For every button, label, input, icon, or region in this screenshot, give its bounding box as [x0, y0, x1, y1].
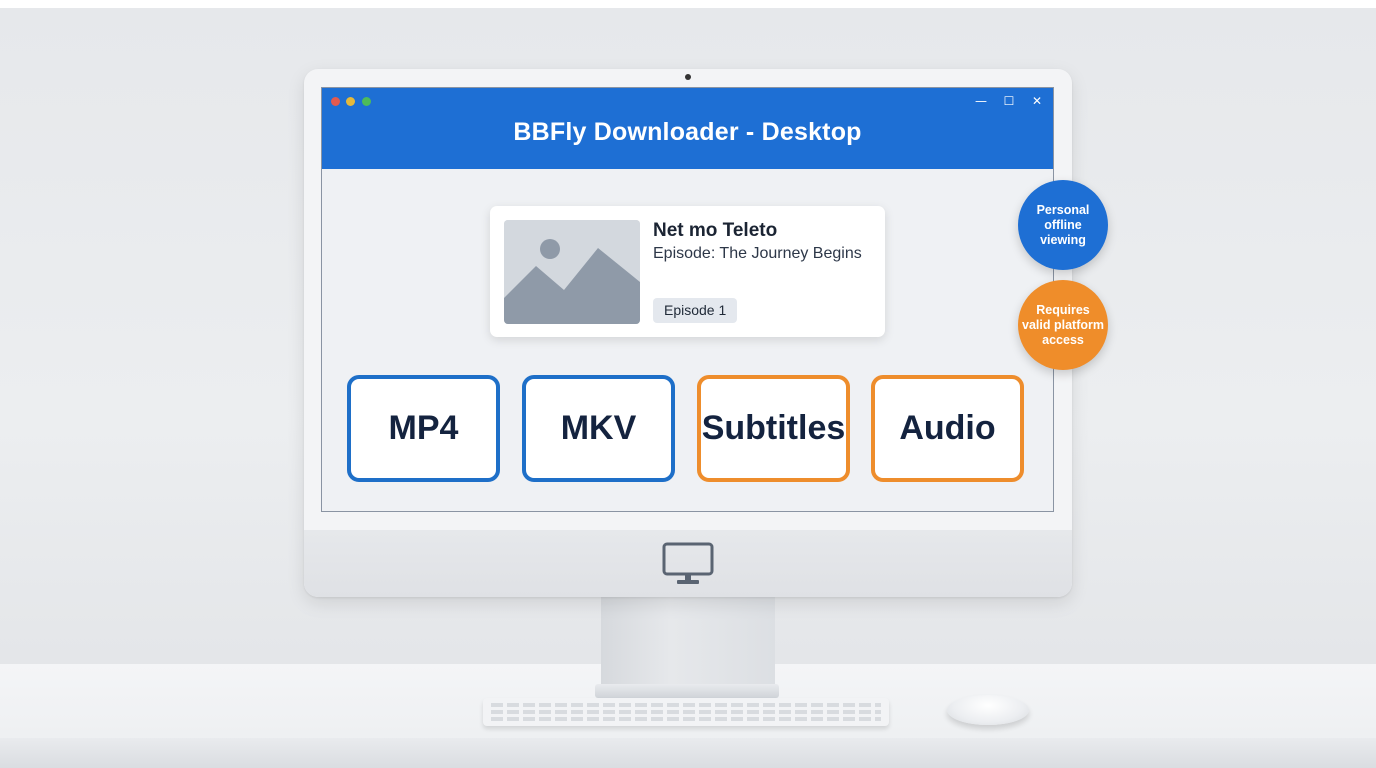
monitor-icon [662, 542, 714, 584]
minimize-dot-icon[interactable] [346, 97, 355, 106]
webcam [685, 74, 691, 80]
note-personal-offline: Personal offline viewing [1018, 180, 1108, 270]
format-audio-button[interactable]: Audio [871, 375, 1024, 482]
format-mp4-button[interactable]: MP4 [347, 375, 500, 482]
monitor-chin [304, 530, 1072, 597]
episode-badge: Episode 1 [653, 298, 738, 323]
app-title: BBFly Downloader - Desktop [513, 118, 862, 146]
monitor-stand-base [595, 684, 779, 698]
format-mkv-button[interactable]: MKV [522, 375, 675, 482]
media-title: Net mo Teleto [653, 220, 778, 241]
desk-edge [0, 738, 1376, 768]
keyboard [483, 698, 889, 726]
close-button[interactable]: ✕ [1031, 94, 1043, 108]
title-bar: — ☐ ✕ BBFly Downloader - Desktop [322, 88, 1053, 169]
maximize-button[interactable]: ☐ [1003, 94, 1015, 108]
note-requires-access: Requires valid platform access [1018, 280, 1108, 370]
close-dot-icon[interactable] [331, 97, 340, 106]
media-card[interactable]: Net mo Teleto Episode: The Journey Begin… [490, 206, 885, 337]
keyboard-row [491, 717, 881, 721]
mouse [947, 695, 1029, 725]
minimize-button[interactable]: — [975, 94, 987, 108]
keyboard-row [491, 710, 881, 714]
zoom-dot-icon[interactable] [362, 97, 371, 106]
keyboard-row [491, 703, 881, 707]
monitor-stand [601, 597, 775, 687]
top-strip [0, 0, 1376, 8]
app-window: — ☐ ✕ BBFly Downloader - Desktop Net mo … [321, 87, 1054, 512]
monitor: — ☐ ✕ BBFly Downloader - Desktop Net mo … [304, 69, 1072, 597]
image-placeholder-icon [504, 220, 640, 324]
format-subtitles-button[interactable]: Subtitles [697, 375, 850, 482]
media-subtitle: Episode: The Journey Begins [653, 245, 862, 262]
